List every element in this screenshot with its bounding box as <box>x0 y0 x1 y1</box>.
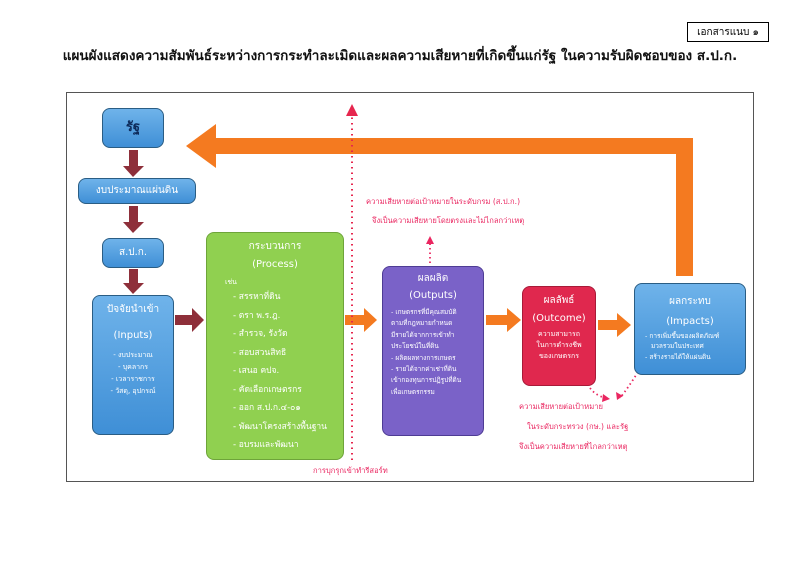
page-title: แผนผังแสดงความสัมพันธ์ระหว่างการกระทำละเ… <box>62 48 738 64</box>
inputs-item: - วัสดุ, อุปกรณ์ <box>110 386 156 395</box>
outputs-item: เข้ากองทุนการปฏิรูปที่ดิน <box>391 376 462 385</box>
state-box: รัฐ <box>102 108 164 148</box>
alro-box: ส.ป.ก. <box>102 238 164 268</box>
outputs-item: เพื่อเกษตรกรรม <box>391 387 435 396</box>
process-item: - สอบสวนสิทธิ <box>233 347 287 358</box>
divider-label: การบุกรุกเข้าทำรีสอร์ท <box>313 466 388 475</box>
dark-red-arrows <box>123 150 204 332</box>
inputs-subtitle: (Inputs) <box>113 330 153 341</box>
process-title: กระบวนการ <box>248 241 302 252</box>
impacts-box: ผลกระทบ (Impacts) - การเพิ่มขึ้นของผลิตภ… <box>634 283 746 375</box>
alro-label: ส.ป.ก. <box>118 247 148 258</box>
outputs-item: ตามที่กฎหมายกำหนด <box>391 319 453 328</box>
process-item: - สรรหาที่ดิน <box>233 292 281 302</box>
outputs-damage-note-line2: จึงเป็นความเสียหายโดยตรงและไม่ไกลกว่าเหต… <box>372 216 525 225</box>
orange-flow-arrows <box>345 308 631 337</box>
outputs-damage-note-line1: ความเสียหายต่อเป้าหมายในระดับกรม (ส.ป.ก.… <box>366 197 521 206</box>
process-item: - สำรวจ, รังวัด <box>233 329 288 339</box>
outcome-item: ในการดำรงชีพ <box>536 340 582 349</box>
diagram-frame <box>66 92 754 482</box>
outcome-title: ผลลัพธ์ <box>543 295 575 306</box>
impacts-subtitle: (Impacts) <box>666 316 714 327</box>
process-item: - อบรมและพัฒนา <box>233 440 299 450</box>
outputs-item: - ผลิตผลทางการเกษตร <box>391 353 456 362</box>
process-item: - คัดเลือกเกษตรกร <box>233 384 302 395</box>
process-box: กระบวนการ (Process) เช่น - สรรหาที่ดิน -… <box>206 232 344 460</box>
inputs-title: ปัจจัยนำเข้า <box>106 304 160 315</box>
outcome-item: ของเกษตรกร <box>539 351 579 360</box>
impacts-item: มวลรวมในประเทศ <box>651 342 704 351</box>
process-item: - พัฒนาโครงสร้างพื้นฐาน <box>233 421 327 432</box>
outcome-damage-note-line1: ความเสียหายต่อเป้าหมาย <box>519 402 603 411</box>
impacts-title: ผลกระทบ <box>669 296 711 307</box>
document-attachment-tag: เอกสารแนบ ๑ <box>687 22 769 42</box>
outcome-subtitle: (Outcome) <box>532 313 586 324</box>
outcome-box: ผลลัพธ์ (Outcome) ความสามารถ ในการดำรงชี… <box>522 286 596 386</box>
process-item: - ตรา พ.ร.ฎ. <box>233 310 281 321</box>
process-intro: เช่น <box>225 278 237 286</box>
state-label: รัฐ <box>125 120 141 136</box>
inputs-item: - งบประมาณ <box>113 351 153 359</box>
budget-label: งบประมาณแผ่นดิน <box>95 185 179 196</box>
orange-feedback-arrow <box>186 124 693 276</box>
outcome-damage-note-line2: ในระดับกระทรวง (กษ.) และรัฐ <box>527 422 629 431</box>
outcome-damage-note-line3: จึงเป็นความเสียหายที่ไกลกว่าเหตุ <box>519 442 628 451</box>
impacts-item: - การเพิ่มขึ้นของผลิตภัณฑ์ <box>645 332 720 340</box>
outputs-item: - เกษตรกรที่มีคุณสมบัติ <box>391 308 457 316</box>
outputs-item: มีรายได้จากการเข้าทำ <box>391 330 455 339</box>
outputs-box: ผลผลิต (Outputs) - เกษตรกรที่มีคุณสมบัติ… <box>382 266 484 436</box>
inputs-box: ปัจจัยนำเข้า (Inputs) - งบประมาณ - บุคลา… <box>92 295 174 435</box>
outputs-item: ประโยชน์ในที่ดิน <box>391 342 439 351</box>
inputs-item: - บุคลากร <box>117 362 149 371</box>
impacts-item: - สร้างรายได้ให้แผ่นดิน <box>645 352 711 361</box>
process-item: - ออก ส.ป.ก.๔-๐๑ <box>233 403 301 413</box>
outputs-item: - รายได้จากค่าเช่าที่ดิน <box>391 364 457 373</box>
outputs-subtitle: (Outputs) <box>409 290 457 301</box>
process-subtitle: (Process) <box>252 259 298 270</box>
outcome-item: ความสามารถ <box>538 330 580 338</box>
outputs-title: ผลผลิต <box>417 273 449 284</box>
process-item: - เสนอ คปจ. <box>233 366 280 376</box>
inputs-item: - เวลาราชการ <box>111 374 155 383</box>
budget-box: งบประมาณแผ่นดิน <box>78 178 196 204</box>
